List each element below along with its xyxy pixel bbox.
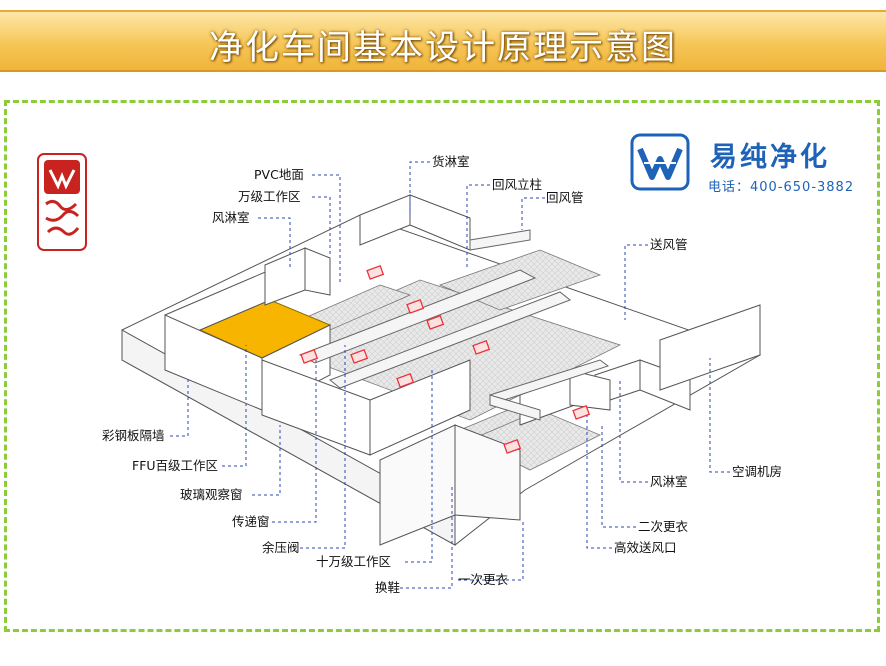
- label-supply-duct: 送风管: [650, 237, 688, 252]
- label-cargo-shower: 货淋室: [432, 154, 470, 169]
- title-banner: 净化车间基本设计原理示意图: [0, 10, 886, 72]
- label-pass-box: 传递窗: [232, 514, 270, 529]
- label-glass-window: 玻璃观察窗: [180, 487, 243, 502]
- label-return-column: 回风立柱: [492, 177, 543, 192]
- label-first-change: 一次更衣: [458, 572, 509, 587]
- label-air-shower-1: 风淋室: [212, 210, 250, 225]
- label-hepa-outlet: 高效送风口: [614, 540, 677, 555]
- label-shoe-change: 换鞋: [375, 580, 401, 595]
- brand-name: 易纯净化: [710, 142, 830, 173]
- label-air-shower-2: 风淋室: [650, 474, 688, 489]
- brand-phone: 电话：400-650-3882: [708, 180, 855, 195]
- label-second-change: 二次更衣: [638, 519, 689, 534]
- label-ffu-class100: FFU百级工作区: [132, 458, 219, 473]
- brand-mark-icon: [630, 133, 690, 191]
- label-steel-wall: 彩钢板隔墙: [102, 428, 165, 443]
- brand-logo: 易纯净化 电话：400-650-3882: [630, 133, 865, 195]
- label-return-duct: 回风管: [546, 190, 584, 205]
- label-pvc-floor: PVC地面: [254, 167, 304, 182]
- leader-lines: [170, 161, 730, 589]
- diagram-frame: [4, 100, 880, 632]
- hepa-outlets: [300, 265, 591, 454]
- seal-logo: [37, 153, 87, 251]
- label-pressure-valve: 余压阀: [262, 540, 300, 555]
- page-title: 净化车间基本设计原理示意图: [209, 28, 677, 68]
- label-class10k-work: 万级工作区: [238, 189, 301, 204]
- label-ac-room: 空调机房: [732, 464, 783, 479]
- label-class100k-work: 十万级工作区: [316, 554, 392, 569]
- ducts: [298, 229, 610, 421]
